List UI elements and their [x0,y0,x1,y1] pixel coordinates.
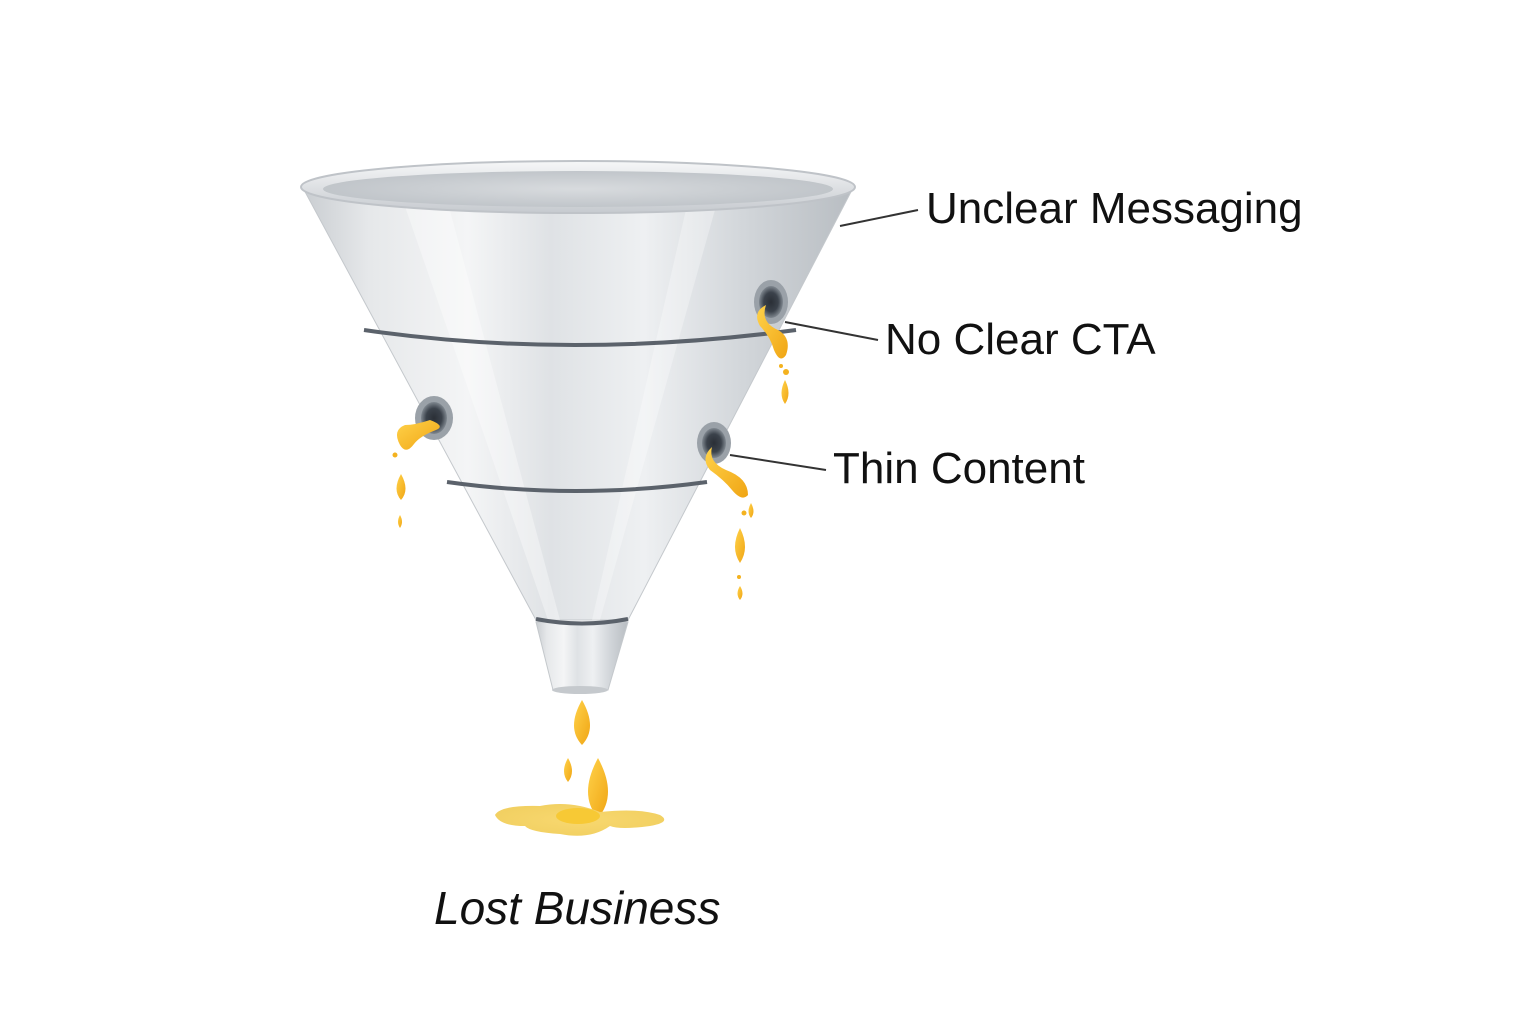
leak-stream [396,420,440,450]
label-thin-content: Thin Content [833,444,1085,493]
leak-stream [705,447,748,498]
drip-icon [564,700,608,818]
drip-icon [779,364,789,404]
funnel-band-upper [363,328,797,347]
drip-icon [735,503,754,600]
leader-line-thin [729,454,827,471]
leak-stream [757,305,788,359]
funnel-cone [302,187,854,621]
funnel-band-spout [535,617,629,626]
leader-line-cta [784,321,879,341]
hole-icon [697,422,731,464]
funnel-spout [535,621,629,691]
drip-icon [392,452,406,528]
label-unclear-messaging: Unclear Messaging [926,184,1303,233]
funnel-band-lower [446,480,708,493]
label-lost-business: Lost Business [434,882,721,934]
puddle-icon [495,804,665,836]
label-no-clear-cta: No Clear CTA [885,315,1156,364]
leader-line-unclear [839,209,919,227]
